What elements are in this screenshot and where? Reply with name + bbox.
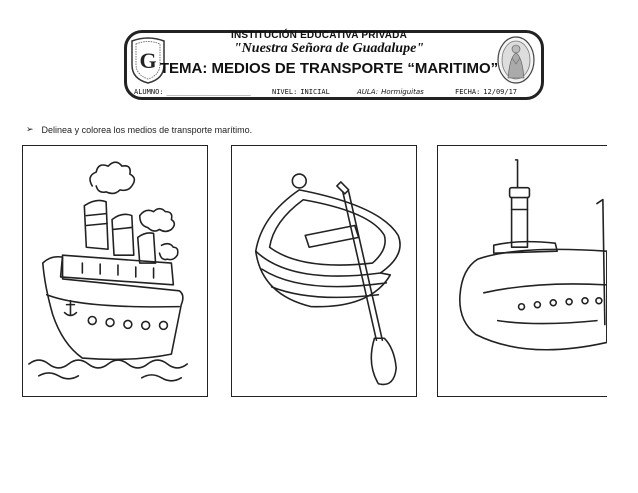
classroom-label: AULA: bbox=[357, 88, 379, 96]
school-crest-icon: G bbox=[128, 35, 168, 85]
date-label: FECHA: bbox=[455, 88, 481, 96]
arrow-bullet-icon: ➢ bbox=[26, 124, 34, 134]
classroom-field: AULA:Hormiguitas bbox=[357, 88, 424, 96]
instruction-line: ➢ Delinea y colorea los medios de transp… bbox=[26, 124, 252, 135]
date-value: 12/09/17 bbox=[483, 88, 518, 96]
level-value: INICIAL bbox=[300, 88, 330, 96]
picture-panel-rowboat bbox=[231, 145, 417, 397]
theme-title: TEMA: MEDIOS DE TRANSPORTE “MARITIMO” bbox=[159, 60, 499, 77]
header-frame bbox=[124, 30, 544, 100]
level-label: NIVEL: bbox=[272, 88, 298, 96]
student-value[interactable]: ____________________ bbox=[166, 88, 251, 96]
date-field: FECHA:12/09/17 bbox=[455, 88, 517, 96]
school-name: "Nuestra Señora de Guadalupe" bbox=[233, 41, 425, 56]
instruction-text: Delinea y colorea los medios de transpor… bbox=[41, 124, 253, 135]
submarine-icon bbox=[459, 159, 607, 351]
student-field[interactable]: ALUMNO:____________________ bbox=[134, 88, 251, 96]
level-field: NIVEL:INICIAL bbox=[272, 88, 330, 96]
picture-panel-steamship bbox=[22, 145, 208, 397]
steamship-icon bbox=[28, 161, 189, 382]
rowboat-icon bbox=[254, 173, 401, 386]
crest-letter: G bbox=[139, 48, 156, 73]
virgin-medallion-icon bbox=[495, 34, 537, 86]
classroom-value: Hormiguitas bbox=[381, 88, 424, 96]
institution-title: INSTITUCIÓN EDUCATIVA PRIVADA bbox=[231, 30, 407, 41]
student-label: ALUMNO: bbox=[134, 88, 164, 96]
picture-panel-submarine bbox=[437, 145, 607, 397]
